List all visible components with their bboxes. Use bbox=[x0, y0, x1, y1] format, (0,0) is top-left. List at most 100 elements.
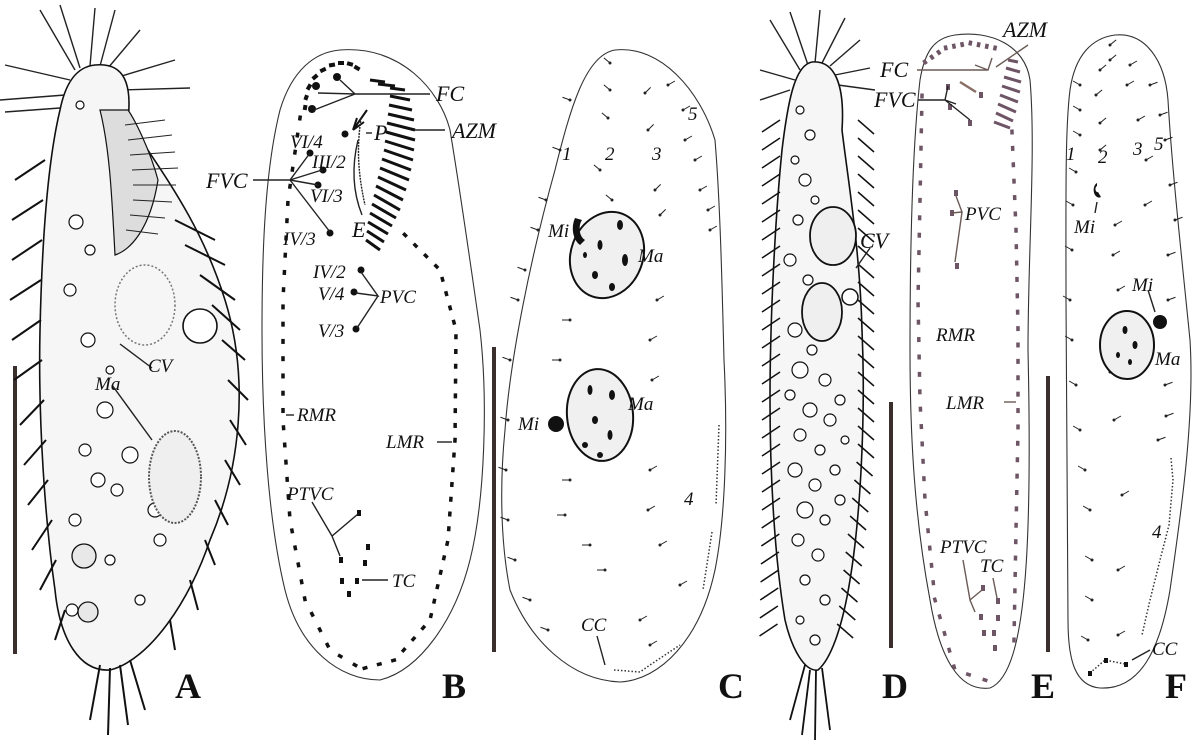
right-marginal-cirrus bbox=[281, 338, 285, 344]
left-marginal-cirrus bbox=[1016, 391, 1020, 397]
label-mi1-c: Mi bbox=[547, 221, 569, 242]
right-marginal-cirrus bbox=[920, 93, 924, 99]
dorsal-bristle-base bbox=[568, 478, 572, 482]
right-marginal-row-b bbox=[281, 115, 359, 668]
macronucleus-a-anterior bbox=[114, 264, 176, 346]
right-marginal-cirrus bbox=[287, 183, 293, 190]
dorsal-bristle-base bbox=[681, 108, 685, 112]
caudal-cirri-f-dots bbox=[1088, 658, 1128, 676]
dorsal-bristle-base bbox=[1088, 508, 1092, 512]
granule bbox=[787, 462, 803, 478]
marginal-cirrus bbox=[857, 227, 875, 243]
macronucleus-c-posterior bbox=[565, 368, 635, 462]
leader-cc-c bbox=[596, 635, 606, 666]
left-marginal-cirrus bbox=[422, 252, 429, 259]
macronucleus-d-anterior bbox=[809, 206, 857, 266]
food-vacuole bbox=[71, 543, 97, 569]
dorsal-bristle-base bbox=[1078, 83, 1082, 87]
label-rmr-b: RMR bbox=[296, 405, 336, 426]
label-ma-a: Ma bbox=[94, 374, 120, 395]
dorsal-bristle-base bbox=[653, 188, 657, 192]
marginal-cirrus bbox=[761, 371, 781, 385]
left-marginal-cirrus bbox=[1013, 555, 1018, 561]
label-kinety-3-c: 3 bbox=[651, 144, 662, 165]
marginal-cirrus bbox=[761, 425, 781, 439]
right-marginal-cirrus bbox=[302, 595, 307, 602]
left-marginal-cirrus bbox=[1016, 424, 1020, 430]
leader-tc-e bbox=[992, 577, 998, 599]
left-marginal-cirrus bbox=[412, 242, 419, 249]
label-fvc-e: FVC bbox=[873, 87, 916, 112]
marginal-cirrus bbox=[759, 623, 778, 637]
dorsal-bristle-base bbox=[1163, 138, 1167, 142]
cell-outline-e bbox=[909, 33, 1033, 689]
dorsal-bristle-base bbox=[1112, 418, 1116, 422]
dorsal-bristle-base bbox=[1070, 338, 1074, 342]
panel-letter-f: F bbox=[1165, 666, 1187, 706]
left-marginal-cirrus bbox=[441, 555, 447, 561]
right-marginal-cirrus bbox=[290, 166, 295, 172]
marginal-cirrus bbox=[761, 353, 781, 367]
dorsal-bristle-base bbox=[646, 508, 650, 512]
right-marginal-cirrus bbox=[292, 149, 298, 155]
dorsal-bristle-base bbox=[1074, 383, 1078, 387]
left-marginal-cirrus bbox=[448, 496, 453, 502]
right-marginal-cirrus bbox=[921, 458, 925, 464]
left-marginal-cirrus bbox=[1016, 375, 1020, 381]
granule bbox=[790, 155, 800, 165]
contractile-vacuole-d bbox=[841, 288, 859, 306]
marginal-cirrus bbox=[857, 155, 875, 171]
right-marginal-cirrus bbox=[982, 677, 988, 683]
label-fc-e: FC bbox=[879, 57, 908, 82]
marginal-cirrus bbox=[761, 263, 781, 277]
dorsal-bristle-base bbox=[528, 598, 532, 602]
marginal-cirrus bbox=[843, 569, 861, 585]
dorsal-bristle-base bbox=[588, 543, 592, 547]
panel-letter-d: D bbox=[882, 666, 908, 706]
right-marginal-cirrus bbox=[916, 319, 921, 325]
left-marginal-row-e bbox=[1010, 129, 1020, 643]
dorsal-bristle-base bbox=[1166, 253, 1170, 257]
left-marginal-cirrus bbox=[1014, 260, 1019, 266]
dorsal-bristle-base bbox=[1164, 414, 1168, 418]
dorsal-bristle-base bbox=[1108, 58, 1112, 62]
macronucleus-f bbox=[1099, 310, 1155, 380]
dorsal-bristle-base bbox=[646, 128, 650, 132]
left-marginal-cirrus bbox=[1014, 489, 1019, 496]
left-marginal-cirrus bbox=[447, 511, 452, 517]
dorsal-bristle-base bbox=[1156, 438, 1160, 442]
contractile-vacuole-a bbox=[182, 308, 218, 344]
marginal-cirrus bbox=[838, 605, 856, 621]
granule bbox=[795, 615, 805, 625]
right-marginal-cirrus bbox=[916, 267, 921, 273]
label-fvc-b: FVC bbox=[205, 168, 248, 193]
right-marginal-cirrus bbox=[918, 197, 922, 203]
frontal-arc-cirrus bbox=[935, 49, 942, 56]
left-marginal-cirrus bbox=[444, 540, 450, 547]
paroral-membrane-b bbox=[357, 117, 366, 206]
marginal-cirri-a bbox=[9, 159, 249, 736]
marginal-cirrus bbox=[759, 605, 779, 619]
left-marginal-cirrus bbox=[451, 319, 457, 326]
dorsal-bristle-base bbox=[608, 61, 612, 65]
granule bbox=[802, 402, 818, 418]
marginal-cirrus bbox=[857, 389, 875, 405]
right-marginal-cirrus bbox=[942, 630, 947, 637]
marginal-cirrus bbox=[761, 281, 781, 295]
granule bbox=[796, 501, 814, 519]
right-marginal-cirrus bbox=[916, 284, 921, 290]
arrow-icon bbox=[959, 80, 977, 94]
right-marginal-cirrus bbox=[283, 252, 288, 258]
granule bbox=[823, 413, 837, 427]
right-marginal-cirrus bbox=[929, 562, 934, 569]
nucleoli-f bbox=[1116, 326, 1138, 365]
dorsal-bristle-base bbox=[1143, 203, 1147, 207]
dorsal-bristle-base bbox=[536, 228, 540, 232]
right-marginal-row-e bbox=[916, 93, 988, 683]
marginal-cirrus bbox=[761, 209, 781, 223]
left-marginal-cirrus bbox=[420, 624, 427, 631]
granule bbox=[808, 478, 822, 492]
granule bbox=[819, 514, 831, 526]
granule bbox=[795, 105, 805, 115]
panel-d: CV D bbox=[759, 9, 908, 741]
